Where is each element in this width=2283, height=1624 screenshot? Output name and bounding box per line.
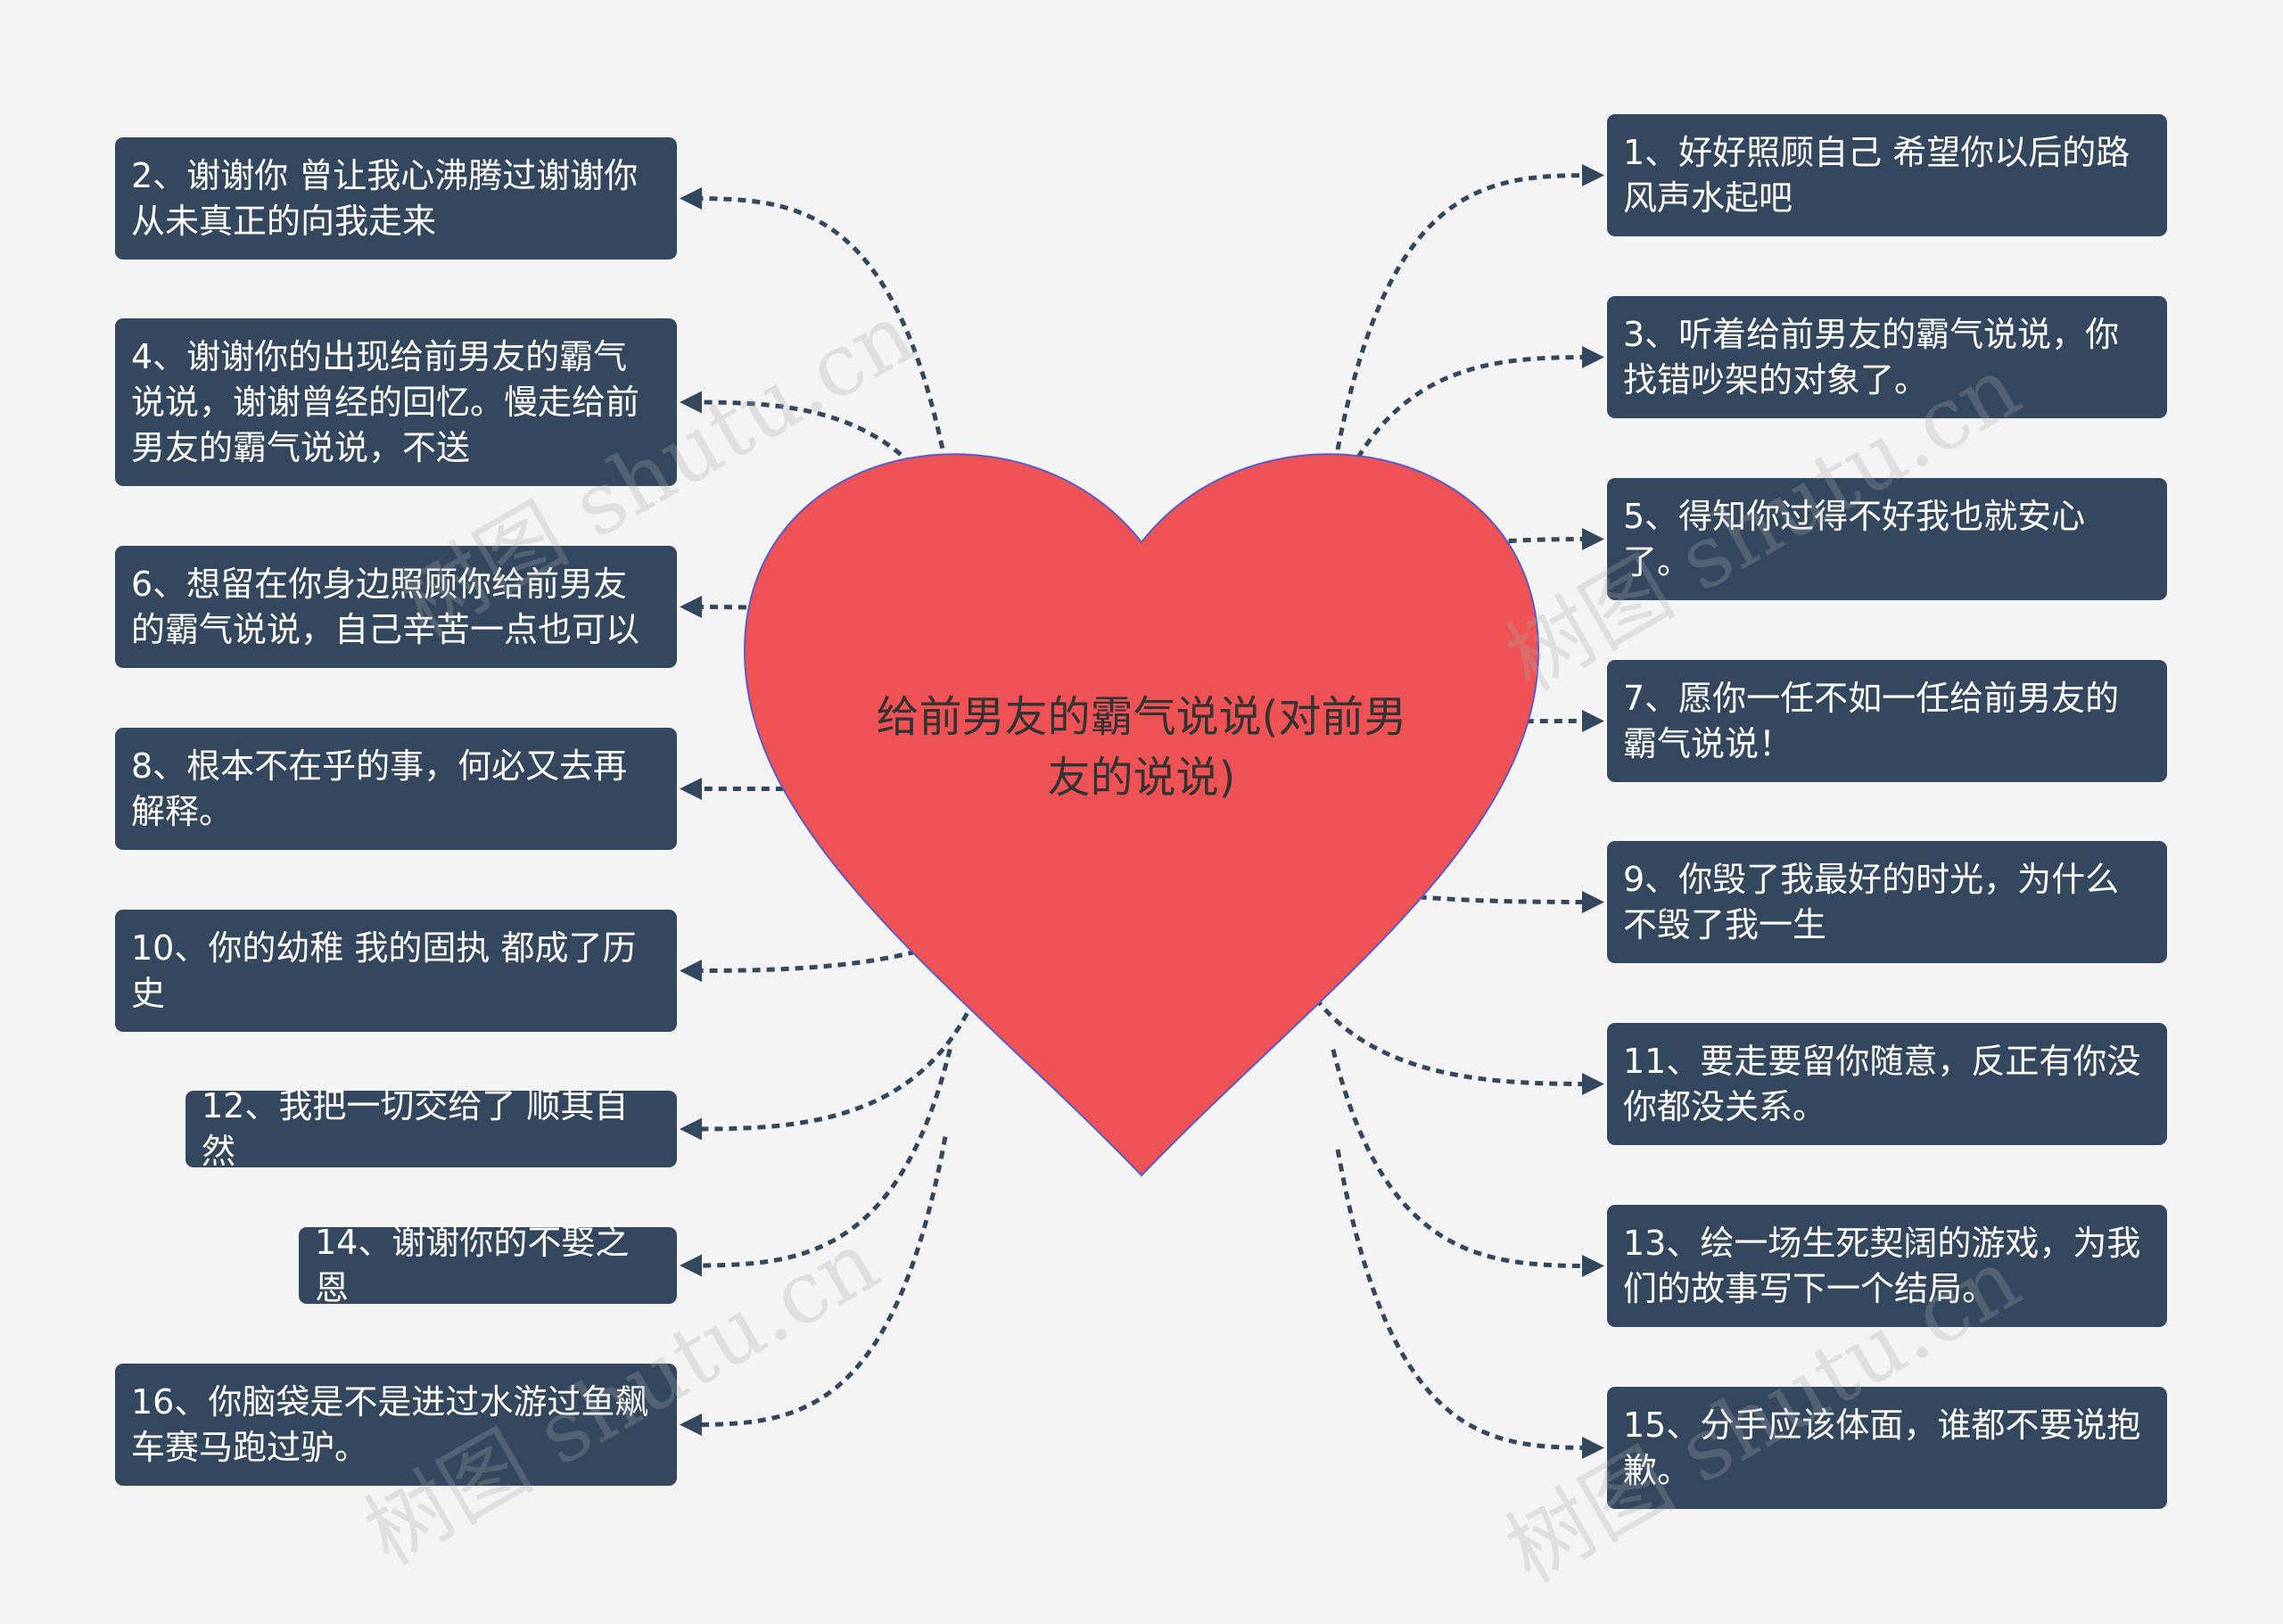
topic-node-2[interactable]: 2、谢谢你 曾让我心沸腾过谢谢你从未真正的向我走来: [115, 137, 677, 260]
topic-node-5[interactable]: 5、得知你过得不好我也就安心了。: [1607, 478, 2167, 600]
topic-node-13-text: 13、绘一场生死契阔的游戏，为我们的故事写下一个结局。: [1623, 1223, 2141, 1308]
topic-node-8[interactable]: 8、根本不在乎的事，何必又去再解释。: [115, 728, 677, 850]
topic-node-7-text: 7、愿你一任不如一任给前男友的霸气说说！: [1623, 678, 2120, 763]
connector-4: [680, 391, 977, 575]
connector-1: [1335, 164, 1604, 450]
topic-node-2-text: 2、谢谢你 曾让我心沸腾过谢谢你从未真正的向我走来: [131, 155, 639, 241]
topic-node-12[interactable]: 12、我把一切交给了 顺其自然: [185, 1086, 677, 1171]
topic-node-15-text: 15、分手应该体面，谁都不要说抱歉。: [1623, 1405, 2141, 1490]
topic-node-3-text: 3、听着给前男友的霸气说说，你找错吵架的对象了。: [1623, 314, 2120, 400]
topic-node-15[interactable]: 15、分手应该体面，谁都不要说抱歉。: [1607, 1387, 2167, 1509]
connector-13: [1331, 1049, 1604, 1277]
topic-node-12-text: 12、我把一切交给了 顺其自然: [202, 1086, 629, 1171]
topic-node-4-text: 4、谢谢你的出现给前男友的霸气说说，谢谢曾经的回忆。慢走给前男友的霸气说说，不送: [131, 336, 640, 467]
connector-12: [680, 973, 986, 1141]
connector-6: [680, 596, 1028, 688]
topic-node-1-text: 1、好好照顾自己 希望你以后的路风声水起吧: [1623, 132, 2131, 218]
connector-10: [680, 886, 1026, 982]
topic-node-9-text: 9、你毁了我最好的时光，为什么不毁了我一生: [1623, 859, 2120, 944]
connector-15: [1335, 1149, 1604, 1459]
topic-node-9[interactable]: 9、你毁了我最好的时光，为什么不毁了我一生: [1607, 841, 2167, 963]
topic-node-14-text: 14、谢谢你的不娶之恩: [315, 1223, 630, 1307]
topic-node-10[interactable]: 10、你的幼稚 我的固执 都成了历史: [115, 910, 677, 1032]
topic-node-8-text: 8、根本不在乎的事，何必又去再解释。: [131, 746, 628, 831]
topic-node-1[interactable]: 1、好好照顾自己 希望你以后的路风声水起吧: [1607, 114, 2167, 236]
center-topic[interactable]: 给前男友的霸气说说(对前男友的说说): [876, 692, 1407, 803]
topic-node-11-text: 11、要走要留你随意，反正有你没你都没关系。: [1623, 1041, 2141, 1126]
connector-11: [1285, 948, 1604, 1095]
center-heart-shape[interactable]: [743, 453, 1540, 1177]
topic-node-7[interactable]: 7、愿你一任不如一任给前男友的霸气说说！: [1607, 660, 2167, 782]
topic-node-11[interactable]: 11、要走要留你随意，反正有你没你都没关系。: [1607, 1023, 2167, 1145]
topic-node-16[interactable]: 16、你脑袋是不是进过水游过鱼飙车赛马跑过驴。: [115, 1364, 677, 1486]
connector-2: [680, 187, 948, 463]
topic-node-4[interactable]: 4、谢谢你的出现给前男友的霸气说说，谢谢曾经的回忆。慢走给前男友的霸气说说，不送: [115, 318, 677, 486]
connector-16: [680, 1136, 948, 1436]
topic-node-10-text: 10、你的幼稚 我的固执 都成了历史: [131, 927, 637, 1013]
topic-node-6[interactable]: 6、想留在你身边照顾你给前男友的霸气说说，自己辛苦一点也可以: [115, 546, 677, 668]
topic-node-16-text: 16、你脑袋是不是进过水游过鱼飙车赛马跑过驴。: [131, 1381, 649, 1467]
topic-node-14[interactable]: 14、谢谢你的不娶之恩: [299, 1223, 677, 1307]
topic-node-6-text: 6、想留在你身边照顾你给前男友的霸气说说，自己辛苦一点也可以: [131, 564, 640, 649]
topic-node-5-text: 5、得知你过得不好我也就安心了。: [1623, 496, 2086, 581]
topic-node-13[interactable]: 13、绘一场生死契阔的游戏，为我们的故事写下一个结局。: [1607, 1205, 2167, 1327]
topic-node-3[interactable]: 3、听着给前男友的霸气说说，你找错吵架的对象了。: [1607, 296, 2167, 418]
